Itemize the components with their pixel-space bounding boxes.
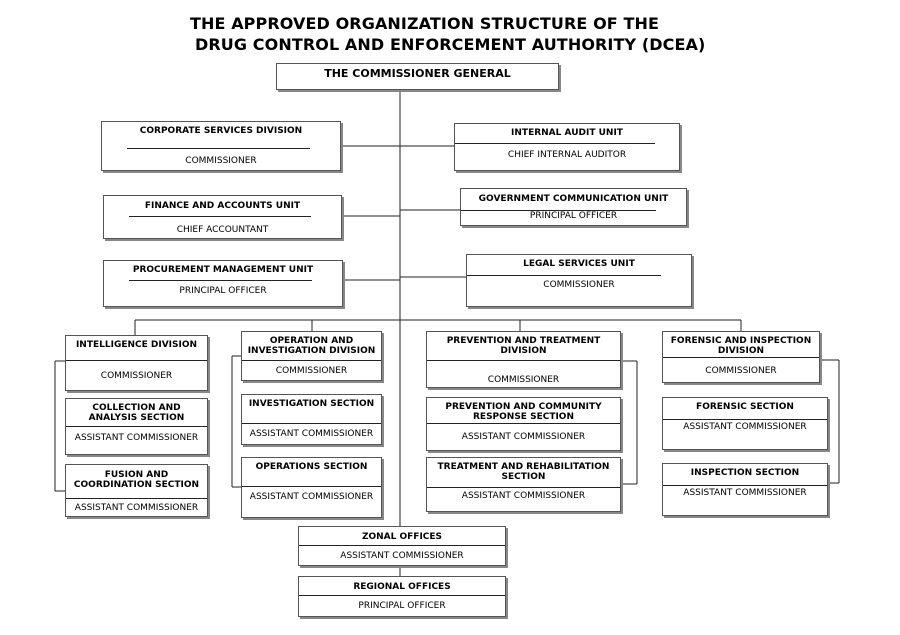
unit-divider xyxy=(467,275,661,276)
unit-treatment-rehabilitation: TREATMENT AND REHABILITATION SECTION ASSI… xyxy=(426,457,621,512)
unit-divider xyxy=(129,216,311,217)
unit-collection-analysis-head: ASSISTANT COMMISSIONER xyxy=(74,433,199,443)
unit-zonal-offices-head: ASSISTANT COMMISSIONER xyxy=(340,551,464,561)
unit-intelligence: INTELLIGENCE DIVISION COMMISSIONER xyxy=(65,335,208,391)
unit-government-communication-head: PRINCIPAL OFFICER xyxy=(529,211,618,221)
chart-title-line-1: THE APPROVED ORGANIZATION STRUCTURE OF T… xyxy=(190,14,660,33)
unit-finance-accounts-head: CHIEF ACCOUNTANT xyxy=(176,225,269,235)
unit-operations-section-head: ASSISTANT COMMISSIONER xyxy=(249,492,374,502)
unit-finance-accounts: FINANCE AND ACCOUNTS UNIT CHIEF ACCOUNTAN… xyxy=(103,195,342,239)
unit-corporate-services-head: COMMISSIONER xyxy=(185,156,257,166)
unit-forensic-inspection-name: FORENSIC AND INSPECTION DIVISION xyxy=(670,336,812,356)
unit-prevention-community: PREVENTION AND COMMUNITY RESPONSE SECTIO… xyxy=(426,397,621,451)
unit-investigation-section-head: ASSISTANT COMMISSIONER xyxy=(249,429,374,439)
unit-treatment-rehabilitation-head: ASSISTANT COMMISSIONER xyxy=(461,491,586,501)
unit-operation-investigation-name: OPERATION AND INVESTIGATION DIVISION xyxy=(247,336,376,356)
unit-divider xyxy=(66,360,207,361)
unit-operations-section: OPERATIONS SECTION ASSISTANT COMMISSIONER xyxy=(241,457,382,518)
unit-legal-services: LEGAL SERVICES UNIT COMMISSIONER xyxy=(466,254,692,307)
unit-divider xyxy=(663,485,827,486)
unit-prevention-community-head: ASSISTANT COMMISSIONER xyxy=(461,432,586,442)
unit-commissioner-general-name: THE COMMISSIONER GENERAL xyxy=(324,67,511,80)
unit-fusion-coordination-head: ASSISTANT COMMISSIONER xyxy=(74,503,199,513)
unit-prevention-treatment-head: COMMISSIONER xyxy=(487,375,560,385)
unit-divider xyxy=(299,595,505,596)
chart-title-line-2: DRUG CONTROL AND ENFORCEMENT AUTHORITY (… xyxy=(195,35,706,54)
unit-divider xyxy=(66,426,207,427)
unit-divider xyxy=(299,545,505,546)
unit-prevention-treatment-name: PREVENTION AND TREATMENT DIVISION xyxy=(446,336,601,356)
unit-forensic-inspection: FORENSIC AND INSPECTION DIVISION COMMISSI… xyxy=(662,331,820,383)
unit-investigation-section: INVESTIGATION SECTION ASSISTANT COMMISSIO… xyxy=(241,394,382,445)
unit-intelligence-name: INTELLIGENCE DIVISION xyxy=(75,340,198,350)
unit-operation-investigation-head: COMMISSIONER xyxy=(275,366,348,376)
unit-legal-services-name: LEGAL SERVICES UNIT xyxy=(523,259,635,269)
unit-operation-investigation: OPERATION AND INVESTIGATION DIVISION COMM… xyxy=(241,331,382,381)
unit-forensic-inspection-head: COMMISSIONER xyxy=(705,366,777,376)
unit-divider xyxy=(427,360,620,361)
unit-procurement: PROCUREMENT MANAGEMENT UNIT PRINCIPAL OFF… xyxy=(103,260,343,307)
unit-internal-audit: INTERNAL AUDIT UNIT CHIEF INTERNAL AUDITO… xyxy=(454,123,680,171)
unit-divider xyxy=(663,357,819,358)
unit-zonal-offices-name: ZONAL OFFICES xyxy=(361,532,443,542)
unit-internal-audit-head: CHIEF INTERNAL AUDITOR xyxy=(507,150,627,160)
unit-internal-audit-name: INTERNAL AUDIT UNIT xyxy=(511,128,623,138)
unit-forensic-section-name: FORENSIC SECTION xyxy=(696,402,794,412)
unit-collection-analysis: COLLECTION AND ANALYSIS SECTION ASSISTANT… xyxy=(65,398,208,455)
unit-government-communication: GOVERNMENT COMMUNICATION UNIT PRINCIPAL O… xyxy=(460,188,687,226)
unit-procurement-name: PROCUREMENT MANAGEMENT UNIT xyxy=(132,265,314,275)
unit-treatment-rehabilitation-name: TREATMENT AND REHABILITATION SECTION xyxy=(437,462,610,482)
unit-procurement-head: PRINCIPAL OFFICER xyxy=(179,286,267,296)
unit-inspection-section-head: ASSISTANT COMMISSIONER xyxy=(683,488,807,498)
unit-inspection-section-name: INSPECTION SECTION xyxy=(690,468,800,478)
unit-corporate-services-name: CORPORATE SERVICES DIVISION xyxy=(139,126,303,136)
unit-divider xyxy=(127,148,310,149)
unit-collection-analysis-name: COLLECTION AND ANALYSIS SECTION xyxy=(88,403,185,423)
unit-operations-section-name: OPERATIONS SECTION xyxy=(255,462,368,472)
unit-intelligence-head: COMMISSIONER xyxy=(100,371,173,381)
unit-forensic-section-head: ASSISTANT COMMISSIONER xyxy=(683,422,807,432)
unit-regional-offices-head: PRINCIPAL OFFICER xyxy=(358,601,446,611)
unit-regional-offices: REGIONAL OFFICES PRINCIPAL OFFICER xyxy=(298,576,506,617)
unit-divider xyxy=(129,280,312,281)
unit-regional-offices-name: REGIONAL OFFICES xyxy=(353,582,451,592)
unit-forensic-section: FORENSIC SECTION ASSISTANT COMMISSIONER xyxy=(662,397,828,450)
unit-divider xyxy=(242,423,381,424)
unit-prevention-community-name: PREVENTION AND COMMUNITY RESPONSE SECTIO… xyxy=(445,402,602,422)
unit-fusion-coordination: FUSION AND COORDINATION SECTION ASSISTANT… xyxy=(65,464,208,517)
unit-divider xyxy=(242,486,381,487)
unit-corporate-services: CORPORATE SERVICES DIVISION COMMISSIONER xyxy=(101,121,341,171)
unit-divider xyxy=(427,423,620,424)
unit-finance-accounts-name: FINANCE AND ACCOUNTS UNIT xyxy=(144,201,301,211)
unit-divider xyxy=(242,360,381,361)
unit-fusion-coordination-name: FUSION AND COORDINATION SECTION xyxy=(73,470,200,490)
unit-zonal-offices: ZONAL OFFICES ASSISTANT COMMISSIONER xyxy=(298,526,506,566)
unit-legal-services-head: COMMISSIONER xyxy=(543,280,615,290)
unit-divider xyxy=(461,210,656,211)
unit-investigation-section-name: INVESTIGATION SECTION xyxy=(248,399,375,409)
unit-commissioner-general: THE COMMISSIONER GENERAL xyxy=(276,63,559,90)
unit-divider xyxy=(663,419,827,420)
unit-divider xyxy=(455,143,655,144)
unit-inspection-section: INSPECTION SECTION ASSISTANT COMMISSIONER xyxy=(662,463,828,516)
unit-divider xyxy=(427,487,620,488)
unit-prevention-treatment: PREVENTION AND TREATMENT DIVISION COMMISS… xyxy=(426,331,621,388)
unit-government-communication-name: GOVERNMENT COMMUNICATION UNIT xyxy=(478,194,669,204)
unit-divider xyxy=(66,498,207,499)
